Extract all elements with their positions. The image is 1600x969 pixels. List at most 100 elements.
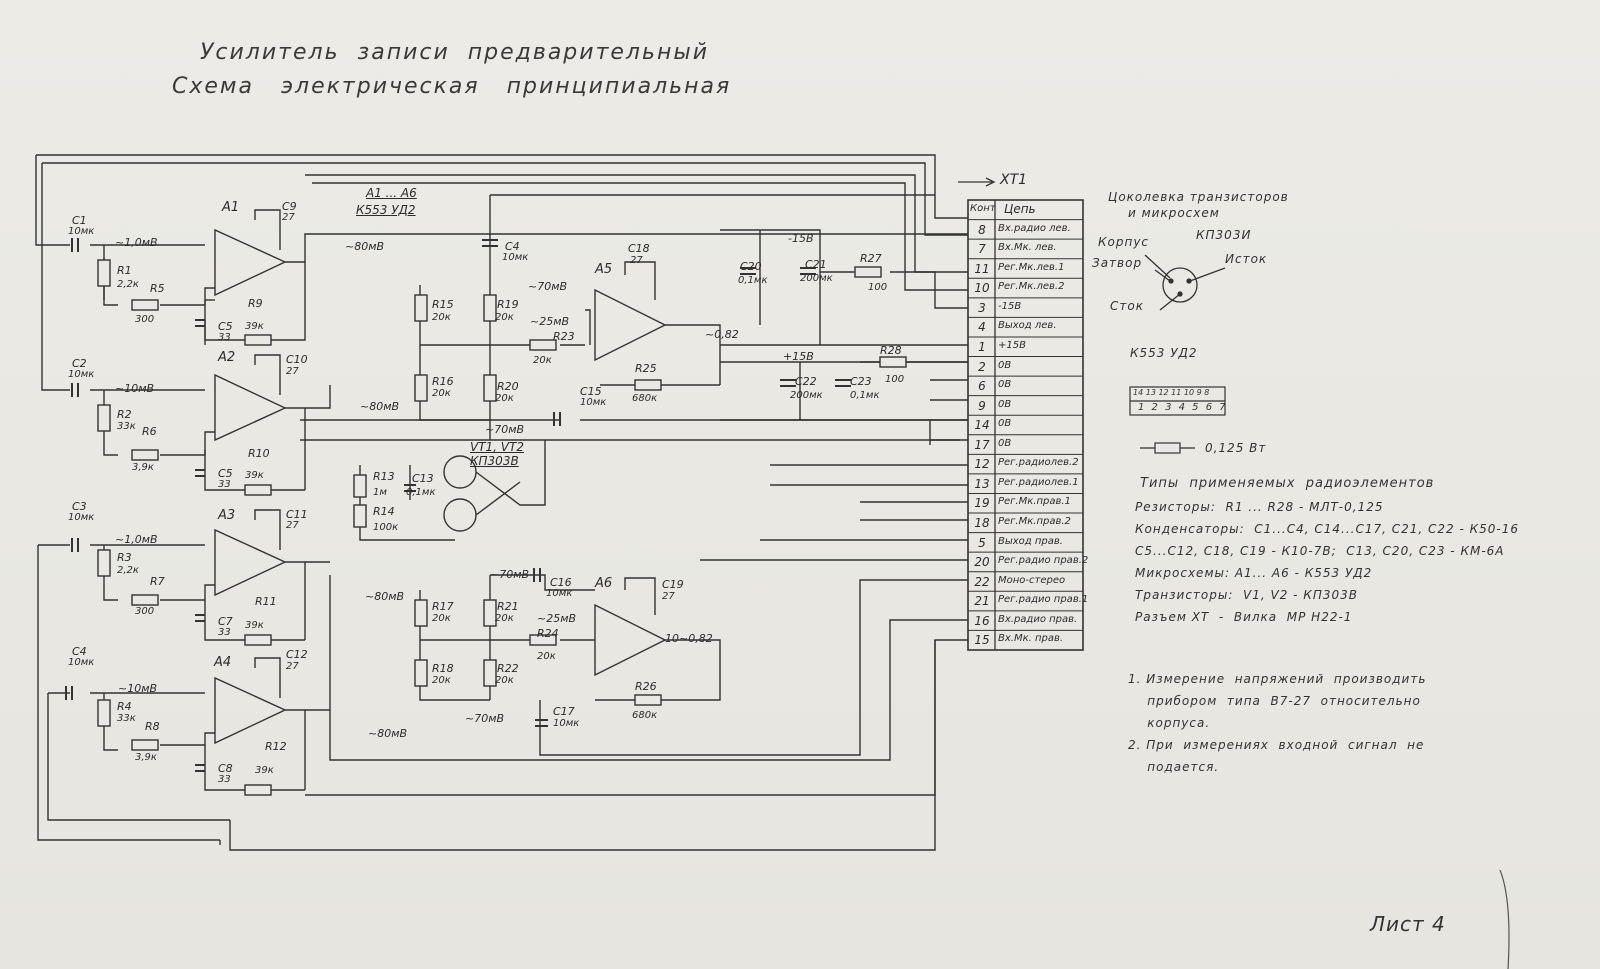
component-label-v10: ~25мВ <box>530 315 570 328</box>
component-label-c17v: 10мк <box>553 718 580 729</box>
connector-circuit-name: Рег.Мк.лев.2 <box>998 281 1065 293</box>
connector-pin: 6 <box>978 379 986 394</box>
component-label-c16: C16 <box>550 576 572 589</box>
component-label-r16v: 20к <box>432 388 451 399</box>
component-label-c9: C9 <box>282 200 297 213</box>
connector-circuit-name: Выход прав. <box>998 535 1063 547</box>
connector-circuit-name: -15В <box>998 300 1022 312</box>
component-label-v5: ~1,0мВ <box>115 533 158 546</box>
parts-line: Разъем XT - Вилка МР Н22-1 <box>1135 610 1353 624</box>
group-label-transistors: VT1, VT2 <box>470 440 524 454</box>
amp-label: A4 <box>214 655 232 670</box>
connector-circuit-name: 0В <box>998 359 1012 371</box>
component-label-r13: R13 <box>373 470 395 483</box>
component-label-c5bv: 33 <box>218 479 231 490</box>
component-label-r3: R3 <box>117 551 132 564</box>
component-label-r7v: 300 <box>135 606 155 617</box>
pinout-caption-1: Цоколевка транзисторов <box>1108 190 1289 204</box>
component-label-r23: R23 <box>553 330 575 343</box>
component-label-r4v: 33к <box>117 713 136 724</box>
component-label-r27v: 100 <box>868 282 888 293</box>
connector-circuit-name: +15В <box>998 339 1026 351</box>
title-line-2: Схема электрическая принципиальная <box>172 74 732 99</box>
component-label-r6: R6 <box>142 425 157 438</box>
group-label-transistor-type: КП303В <box>470 454 519 468</box>
component-label-c10v: 27 <box>286 366 299 377</box>
component-label-c2v: 10мк <box>68 369 95 380</box>
connector-pin: 20 <box>974 555 990 570</box>
connector-arrow-label: XT1 <box>1000 172 1028 188</box>
component-label-c17: C17 <box>553 705 575 718</box>
component-label-p15: +15В <box>783 350 814 363</box>
connector-circuit-name: 0В <box>998 398 1012 410</box>
component-label-r24v: 20к <box>537 651 556 662</box>
component-label-c8v: 33 <box>218 774 231 785</box>
connector-pin: 9 <box>978 398 986 413</box>
component-label-r8: R8 <box>145 720 160 733</box>
component-label-c12v: 27 <box>286 661 299 672</box>
connector-pin: 11 <box>974 261 990 276</box>
component-label-r9: R9 <box>248 297 263 310</box>
component-label-r6v: 3,9к <box>132 462 154 473</box>
component-label-c2: C2 <box>72 357 87 370</box>
component-label-d2: 10~0,82 <box>665 632 713 645</box>
component-label-r16: R16 <box>432 375 454 388</box>
connector-circuit-name: 0В <box>998 437 1012 449</box>
component-label-c22v: 200мк <box>790 390 823 401</box>
component-label-m15: -15В <box>788 232 814 245</box>
component-label-r19: R19 <box>497 298 519 311</box>
component-label-r18v: 20к <box>432 675 451 686</box>
connector-circuit-name: Рег.Мк.прав.2 <box>998 516 1071 528</box>
component-label-r10v: 39к <box>245 470 264 481</box>
component-label-r20: R20 <box>497 380 519 393</box>
connector-circuit-name: Моно-стерео <box>998 574 1066 586</box>
amp-label: A6 <box>595 576 613 591</box>
component-label-c3v: 10мк <box>68 512 95 523</box>
amp-label: A2 <box>218 350 236 365</box>
connector-pin: 14 <box>974 418 990 433</box>
component-label-c19v: 27 <box>662 591 675 602</box>
component-label-c5av: 33 <box>218 332 231 343</box>
pin-body: Корпус <box>1098 235 1150 249</box>
component-label-c18v: 27 <box>630 255 643 266</box>
component-label-c9v: 27 <box>282 212 295 223</box>
parts-line: Транзисторы: V1, V2 - КП303В <box>1135 588 1358 602</box>
connector-pin: 17 <box>974 437 990 452</box>
component-label-r28: R28 <box>880 344 902 357</box>
component-label-c3: C3 <box>72 500 87 513</box>
note-line: корпуса. <box>1128 716 1211 730</box>
component-label-r12v: 39к <box>255 765 274 776</box>
component-label-r26v: 680к <box>632 710 658 721</box>
parts-line: Микросхемы: A1... A6 - К553 УД2 <box>1135 566 1373 580</box>
component-label-r12: R12 <box>265 740 287 753</box>
connector-pin: 4 <box>978 320 986 335</box>
component-label-c5b: C5 <box>218 467 233 480</box>
component-label-r21v: 20к <box>495 613 514 624</box>
component-label-c21v: 200мк <box>800 273 833 284</box>
component-label-r20v: 20к <box>495 393 514 404</box>
component-label-r25: R25 <box>635 362 657 375</box>
connector-pin: 16 <box>974 613 990 628</box>
component-label-v2: ~80мВ <box>345 240 385 253</box>
component-label-v12: ~70мВ <box>490 568 530 581</box>
pinout-caption-2: и микросхем <box>1128 206 1220 220</box>
component-label-c10: C10 <box>286 353 308 366</box>
component-label-v14: ~70мВ <box>465 712 505 725</box>
component-label-r22v: 20к <box>495 675 514 686</box>
pin-source: Исток <box>1225 252 1268 266</box>
component-label-r14v: 100к <box>373 522 399 533</box>
component-label-r8v: 3,9к <box>135 752 157 763</box>
connector-pin: 8 <box>978 222 986 237</box>
component-label-c22: C22 <box>795 375 817 388</box>
amp-label: A5 <box>595 262 613 277</box>
component-label-c11v: 27 <box>286 520 299 531</box>
component-label-c7: C7 <box>218 615 233 628</box>
resistor-legend-icon <box>1140 442 1195 454</box>
component-label-r17v: 20к <box>432 613 451 624</box>
connector-pin: 21 <box>974 594 990 609</box>
connector-circuit-name: Рег.радио прав.2 <box>998 555 1089 567</box>
component-label-c15: C15 <box>580 385 602 398</box>
